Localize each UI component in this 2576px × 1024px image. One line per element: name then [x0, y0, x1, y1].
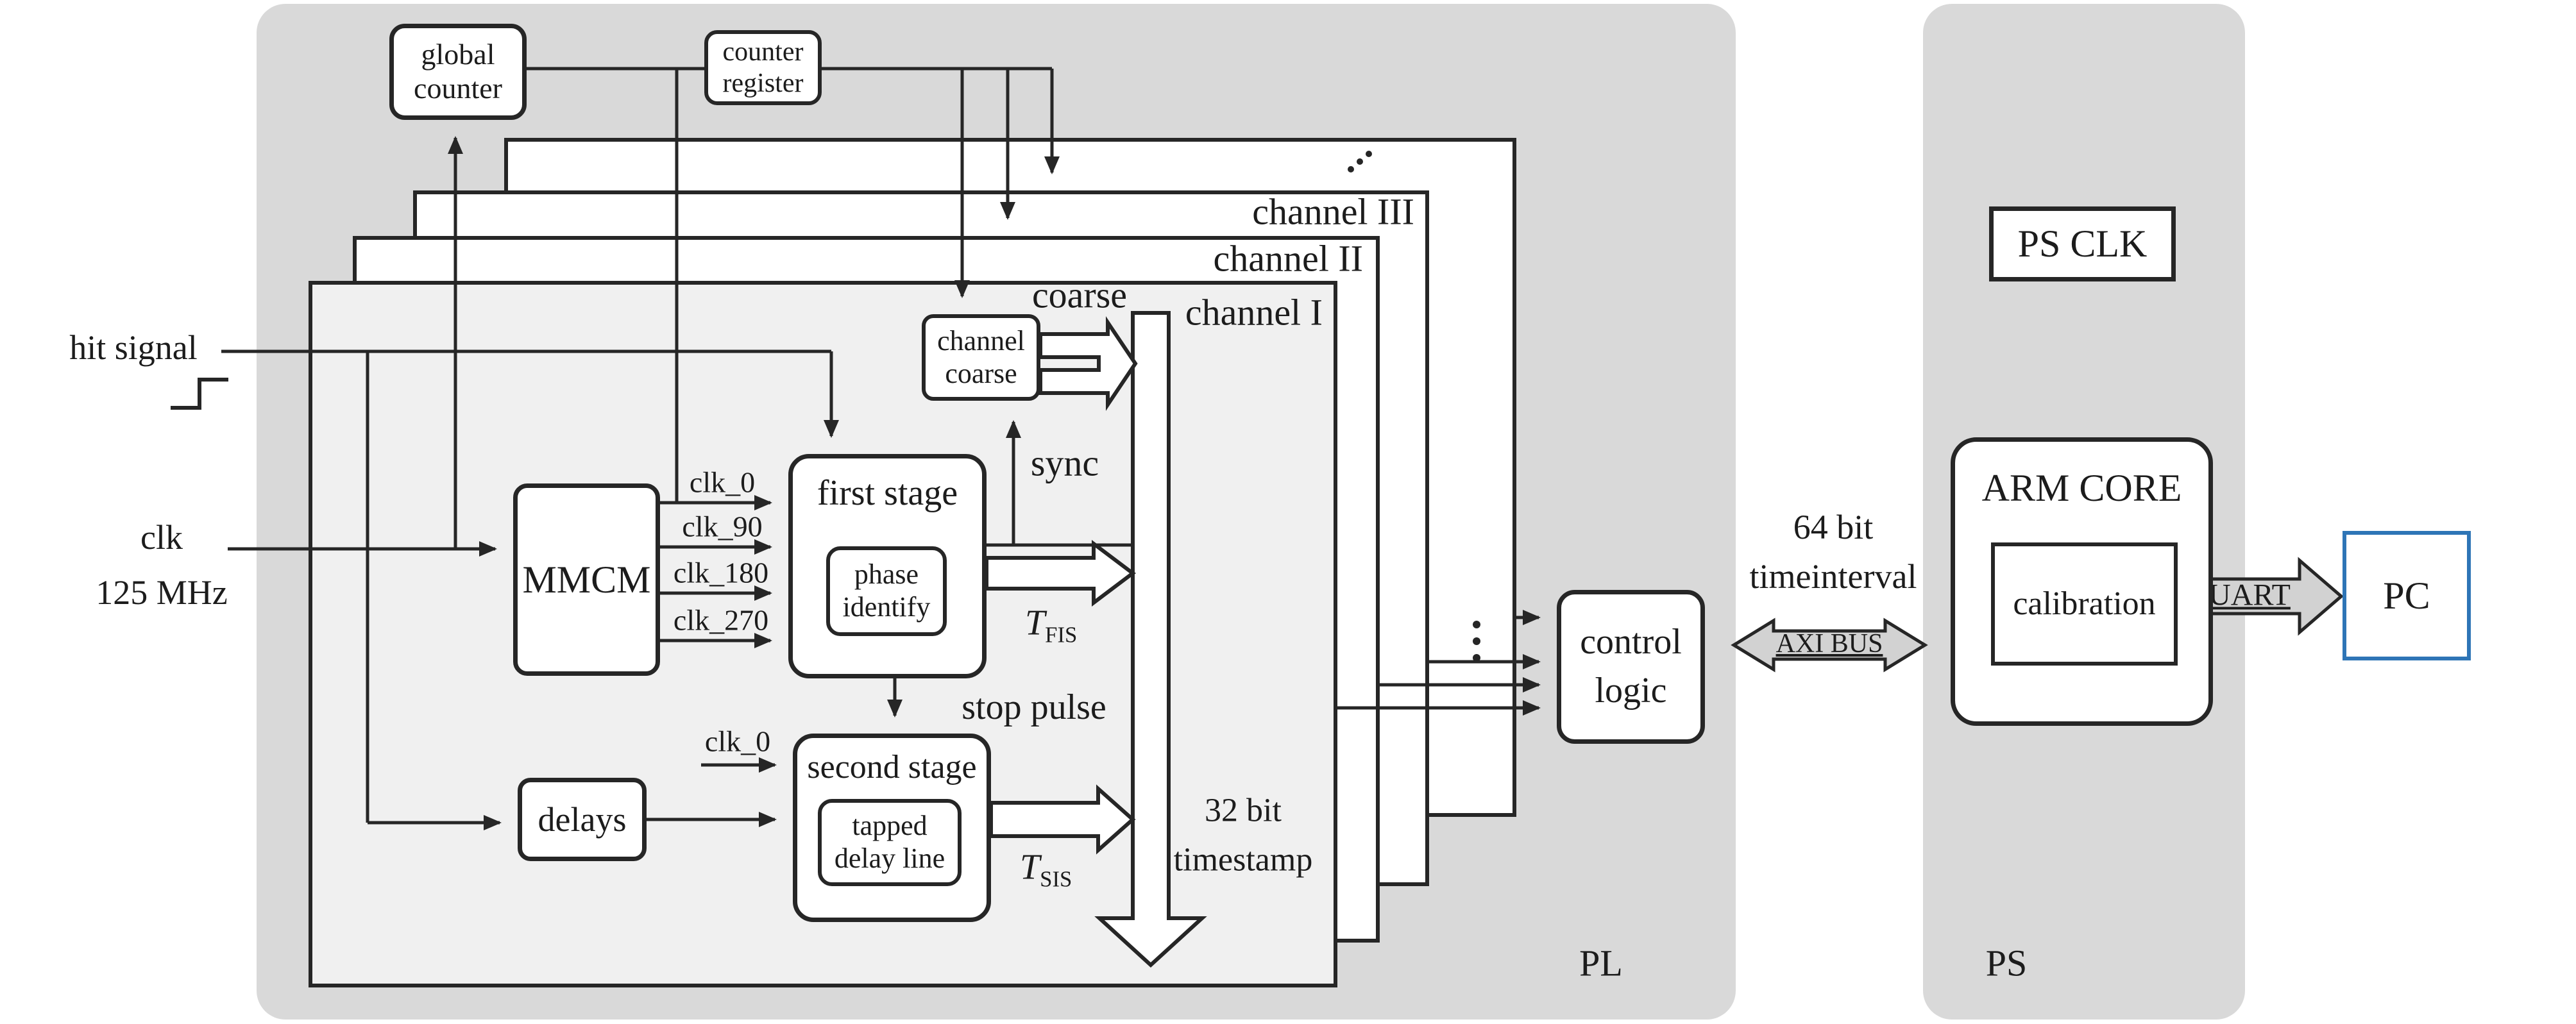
t-sis-arrow: [989, 784, 1136, 855]
hit-signal-label: hit signal: [69, 328, 198, 367]
tapped-delay-line-line1: tapped: [852, 810, 928, 842]
more-channels-icon: [1348, 151, 1372, 172]
calibration-label: calibration: [2013, 585, 2156, 623]
t-fis-label: TFIS: [1025, 602, 1077, 648]
global-counter-box: global counter: [389, 24, 527, 120]
t-sis-sub: SIS: [1040, 866, 1072, 892]
clk-label: clk: [140, 518, 183, 557]
phase-identify-box: phase identify: [826, 546, 947, 636]
timeinterval-line2-label: timeinterval: [1749, 557, 1917, 596]
timestamp-line2-label: timestamp: [1173, 841, 1313, 878]
delays-label: delays: [538, 800, 627, 839]
channel-3-label: channel III: [1252, 190, 1414, 233]
control-logic-line2: logic: [1595, 671, 1667, 710]
timestamp-big-arrow: [1094, 311, 1207, 968]
tapped-delay-line-line2: delay line: [834, 843, 945, 874]
mmcm-box: MMCM: [513, 483, 660, 676]
counter-register-line2: register: [722, 68, 804, 98]
clk-freq-label: 125 MHz: [96, 573, 228, 612]
control-logic-input-wires: [1337, 610, 1541, 716]
first-stage-label: first stage: [817, 473, 958, 513]
phase-identify-line1: phase: [854, 558, 919, 591]
pc-box: PC: [2343, 531, 2471, 660]
sync-label: sync: [1030, 442, 1099, 484]
tapped-delay-line-box: tapped delay line: [818, 799, 962, 886]
clk180-label: clk_180: [673, 556, 769, 589]
pc-label: PC: [2383, 574, 2430, 617]
uart-arrow: [2195, 557, 2344, 636]
control-logic-line1: control: [1580, 622, 1682, 662]
channel-coarse-line2: coarse: [945, 357, 1017, 389]
hit-signal-wires: [221, 349, 839, 830]
t-sis-label: TSIS: [1020, 846, 1072, 892]
second-stage-label: second stage: [807, 749, 977, 785]
stop-pulse-label: stop pulse: [962, 687, 1106, 727]
clk0-label: clk_0: [689, 466, 756, 499]
pl-region-label: PL: [1579, 942, 1623, 984]
channel-1-label: channel I: [1185, 291, 1323, 333]
t-sis-base: T: [1020, 847, 1040, 887]
axi-bus-label: AXI BUS: [1775, 629, 1883, 659]
uart-label: UART: [2208, 578, 2291, 612]
calibration-box: calibration: [1991, 542, 2178, 666]
ps-clk-label: PS CLK: [2017, 222, 2148, 265]
counter-register-box: counter register: [704, 30, 822, 105]
t-fis-arrow: [985, 539, 1136, 607]
counter-register-line1: counter: [722, 37, 804, 67]
clk90-label: clk_90: [682, 510, 763, 543]
channel-coarse-line1: channel: [937, 324, 1025, 357]
clk-wires: [228, 136, 777, 773]
rising-edge-icon: [171, 378, 228, 410]
clk270-label: clk_270: [673, 603, 769, 637]
control-logic-box: control logic: [1557, 590, 1705, 744]
t-fis-base: T: [1025, 603, 1046, 643]
arm-core-label: ARM CORE: [1981, 467, 2182, 509]
channel-coarse-box: channel coarse: [922, 314, 1040, 401]
t-fis-sub: FIS: [1045, 622, 1078, 648]
coarse-signal-label: coarse: [1031, 274, 1128, 316]
timeinterval-line1-label: 64 bit: [1793, 508, 1874, 546]
global-counter-line2: counter: [414, 72, 502, 105]
clk0-second-label: clk_0: [704, 725, 771, 758]
axi-bus-arrow: [1731, 617, 1928, 673]
ps-region-label: PS: [1985, 942, 2028, 984]
more-inputs-icon: [1473, 621, 1480, 662]
delays-box: delays: [518, 778, 647, 861]
ps-clk-box: PS CLK: [1989, 206, 2176, 281]
phase-identify-line2: identify: [842, 591, 931, 623]
mmcm-label: MMCM: [522, 558, 651, 601]
timestamp-line1-label: 32 bit: [1205, 792, 1282, 829]
channel-coarse-fork-arrow: [1038, 316, 1138, 411]
channel-2-label: channel II: [1213, 237, 1363, 280]
global-counter-line1: global: [421, 38, 495, 71]
